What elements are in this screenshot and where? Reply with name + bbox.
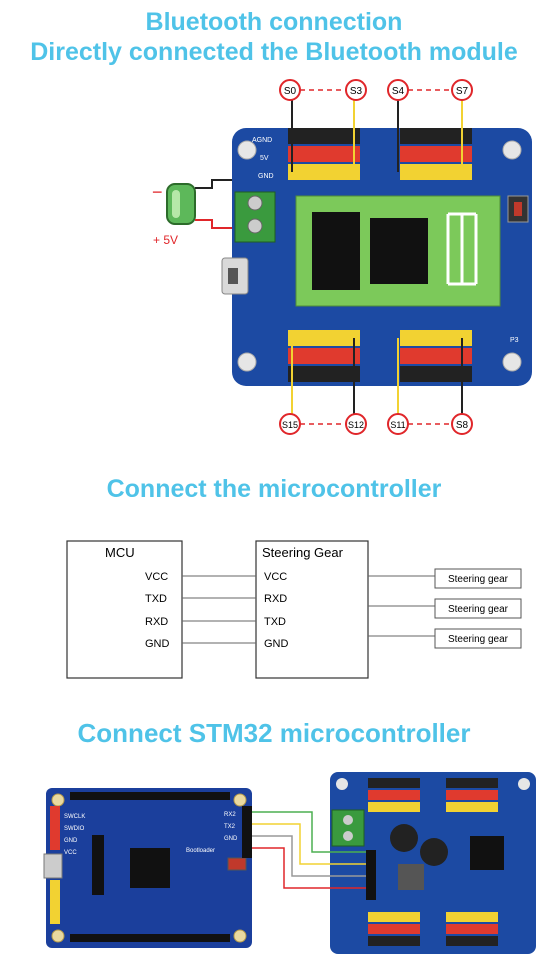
mount-hole [502,140,522,160]
servo-circle-s8: S8 [451,413,473,435]
pcb-label-gnd: GND [258,173,274,180]
stm32-label-gnd: GND [64,838,78,844]
servo-label-s12: S12 [348,420,364,430]
mcu-box-title: MCU [105,545,135,560]
servo-circle-s15: S15 [279,413,301,435]
pin-header-top-right [400,128,472,180]
gear-pin-gnd: GND [264,638,289,650]
mcu-box [66,540,183,679]
servo-label-s3: S3 [350,86,363,97]
servo-label-s8: S8 [456,420,469,431]
steering-gear-box-3 [434,628,522,649]
pin-header-top-left [288,128,360,180]
stm32-label-vcc: VCC [64,850,77,856]
battery-minus-label: − [152,182,163,202]
mcu-title: Connect the microcontroller [106,475,442,503]
stm32-board: SWCLK SWDIO GND VCC RX2 TX2 GND Bootload… [43,788,252,948]
pcb-label-agnd: AGND [252,137,272,144]
servo-board: − + 5V AGND 5V GND P3 [152,79,532,435]
servo-circle-s0: S0 [279,79,301,101]
stm32-label-bootloader: Bootloader [186,848,215,854]
wiring-diagram: MCU VCC TXD RXD GND Steering Gear VCC RX… [66,540,522,679]
steering-gear-label-1: Steering gear [448,574,509,585]
bluetooth-module [295,195,501,307]
mcu-pin-txd: TXD [145,593,167,605]
pcb-label-p3: P3 [510,337,519,344]
stm32-label-rx2: RX2 [224,812,236,818]
servo-label-group-bottom [291,338,463,425]
servo-label-s0: S0 [284,86,297,97]
servo-circle-s11: S11 [387,413,409,435]
mount-hole [237,140,257,160]
mount-hole [237,352,257,372]
gear-box-title: Steering Gear [262,545,344,560]
stm32-label-tx2: TX2 [224,824,236,830]
steering-gear-label-2: Steering gear [448,604,509,615]
pin-header-bottom-left [288,330,360,382]
gear-pin-rxd: RXD [264,593,287,605]
stm32-label-swdio: SWDIO [64,826,85,832]
steering-gear-box-1 [434,568,522,589]
mcu-pin-gnd: GND [145,638,170,650]
battery-icon: − + 5V [152,182,196,247]
steering-gear-label-3: Steering gear [448,634,509,645]
mount-hole [502,352,522,372]
servo-board-small [330,772,536,954]
gear-pin-txd: TXD [264,616,286,628]
servo-label-s7: S7 [456,86,469,97]
steering-gear-box-2 [434,598,522,619]
pcb-label-5v: 5V [260,155,269,162]
servo-label-group-top [291,89,463,172]
servo-label-s4: S4 [392,86,405,97]
servo-label-s11: S11 [390,420,405,430]
battery-plus-label: + 5V [153,233,178,247]
gear-pin-vcc: VCC [264,571,287,583]
bluetooth-subtitle: Directly connected the Bluetooth module [30,38,518,66]
gear-box [255,540,369,679]
servo-circle-s7: S7 [451,79,473,101]
stm32-title: Connect STM32 microcontroller [77,718,471,748]
mcu-pin-vcc: VCC [145,571,168,583]
bluetooth-title: Bluetooth connection [145,8,403,36]
servo-circle-s12: S12 [345,413,367,435]
servo-circle-s4: S4 [387,79,409,101]
mcu-pin-rxd: RXD [145,616,168,628]
pin-header-bottom-right [400,330,472,382]
stm32-label-swclk: SWCLK [64,814,85,820]
stm32-label-gnd2: GND [224,836,238,842]
servo-label-s15: S15 [282,420,298,430]
servo-circle-s3: S3 [345,79,367,101]
stm32-wires [252,811,366,889]
